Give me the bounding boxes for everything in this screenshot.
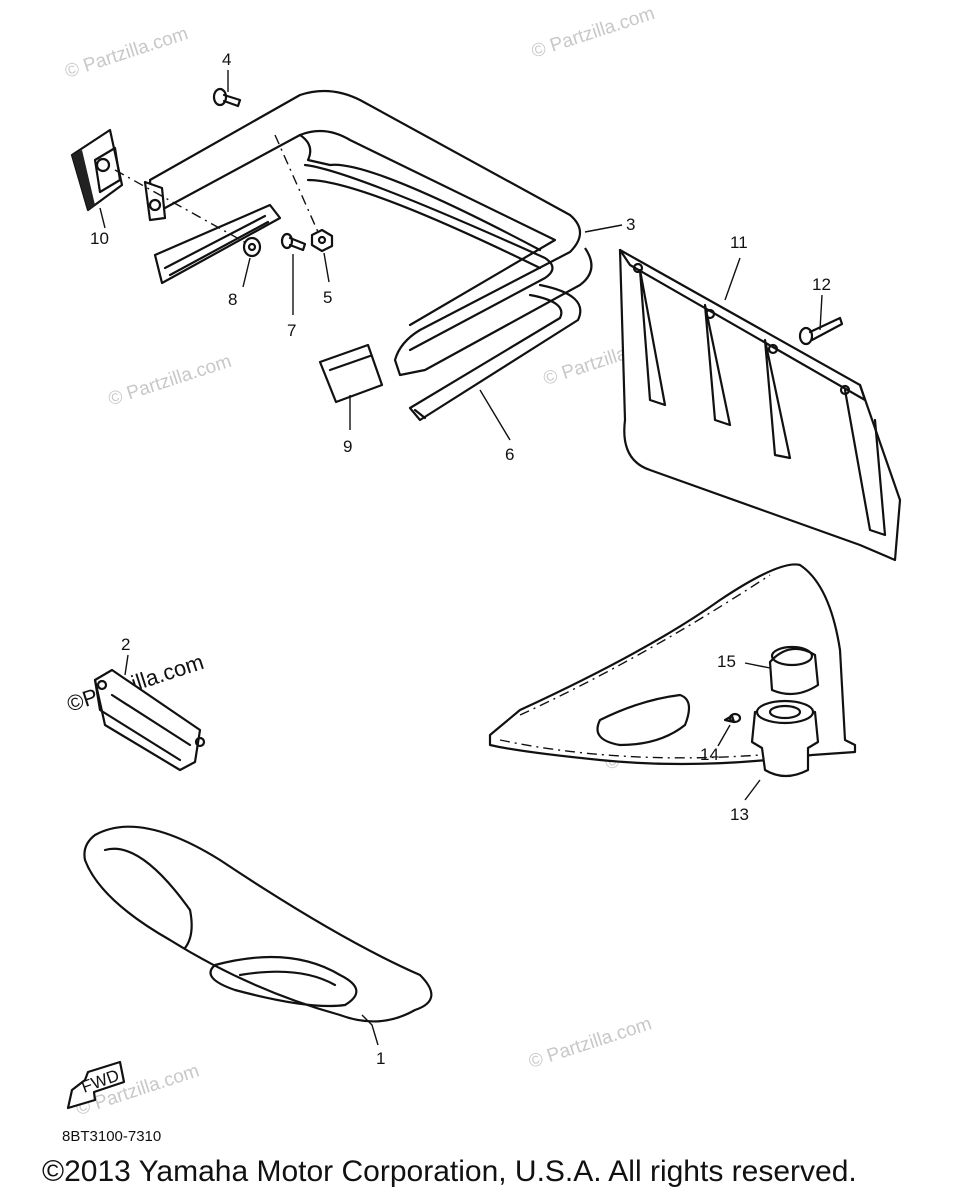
- part-7-screw: [280, 232, 307, 252]
- callout-6: 6: [505, 445, 514, 464]
- callout-5: 5: [323, 288, 332, 307]
- part-10-bracket: [70, 128, 124, 212]
- part-13-fitting: [750, 699, 820, 778]
- callout-14: 14: [700, 745, 719, 764]
- callout-3: 3: [626, 215, 635, 234]
- diagram-code: 8BT3100-7310: [62, 1128, 162, 1145]
- callout-1: 1: [376, 1049, 385, 1068]
- part-11-panel: [618, 248, 902, 562]
- leader-lines: [99, 70, 823, 1046]
- callout-10: 10: [90, 229, 109, 248]
- callout-8: 8: [228, 290, 237, 309]
- watermark-bottom-right: © Partzilla.com: [526, 1013, 654, 1073]
- part-15-bushing: [768, 645, 820, 696]
- part-3-rail: [143, 89, 593, 377]
- callout-9: 9: [343, 437, 352, 456]
- watermark-top-right: © Partzilla.com: [529, 3, 657, 63]
- assembly-lines: [114, 134, 319, 245]
- callout-2: 2: [121, 635, 130, 654]
- callout-11: 11: [730, 233, 748, 252]
- watermark-top-left: © Partzilla.com: [62, 23, 190, 83]
- watermark-mid-left: © Partzilla.com: [106, 351, 234, 411]
- callout-13: 13: [730, 805, 749, 824]
- part-14-pin: [723, 712, 742, 724]
- part-5-nut: [310, 228, 334, 253]
- part-8-washer: [242, 236, 262, 258]
- part-4-bolt: [212, 87, 242, 108]
- callout-4: 4: [222, 50, 231, 69]
- part-6-strip: [408, 283, 582, 422]
- copyright-notice: ©2013 Yamaha Motor Corporation, U.S.A. A…: [42, 1155, 857, 1188]
- part-12-rivet: [798, 316, 844, 346]
- callouts: 1 2 3 4 5 6 7 8 9 10 11 12 13 14 15: [90, 50, 831, 1068]
- callout-12: 12: [812, 275, 831, 294]
- part-9-cap: [318, 343, 384, 404]
- part-1-grip: [83, 825, 433, 1023]
- callout-7: 7: [287, 321, 296, 340]
- part-2-latch: [93, 668, 206, 772]
- callout-15: 15: [717, 652, 736, 671]
